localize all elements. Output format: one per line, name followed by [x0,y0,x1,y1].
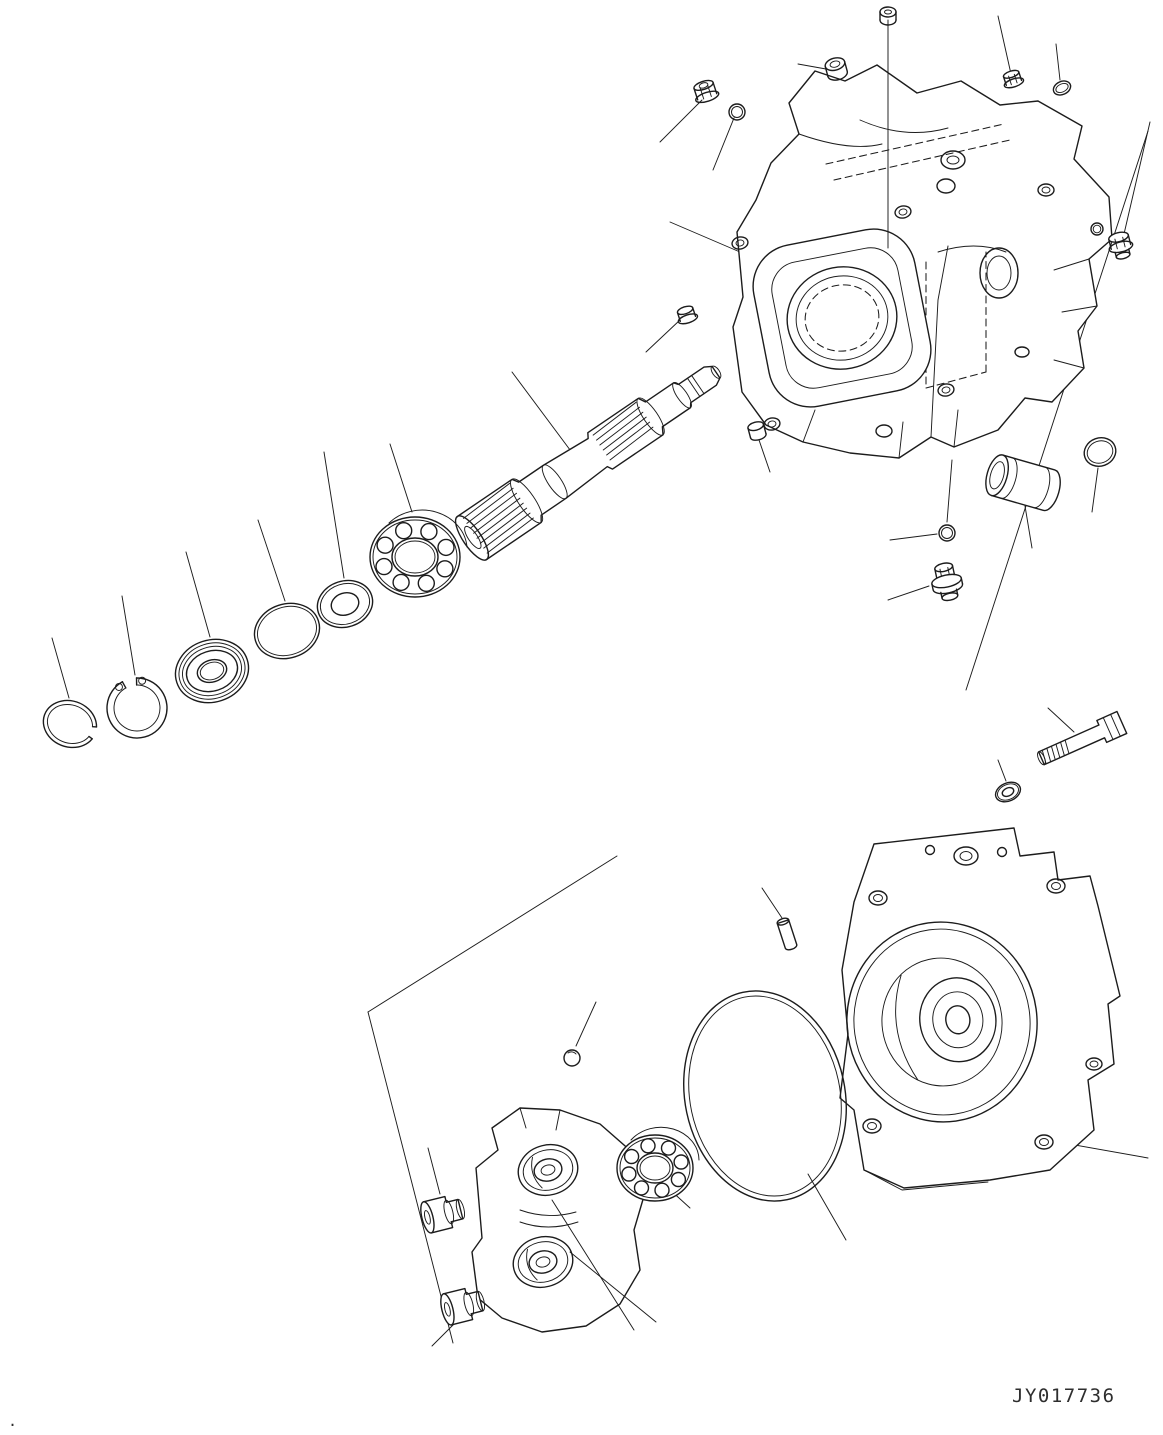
o-ring-case [1083,437,1117,467]
block-bore-upper [517,1143,579,1197]
o-ring-d [1052,80,1072,96]
servo-piston-lower [440,1287,486,1326]
front-flange-face [752,228,932,408]
plug-f [676,305,699,325]
rear-case-holes [862,844,1103,1150]
drive-shaft [454,365,722,561]
o-ring-a [728,103,746,121]
case-plugs-and-fittings [676,6,1134,441]
fitting-d [1002,69,1025,89]
bearing-balls [621,1138,689,1198]
rear-case [839,827,1121,1191]
plain-washer [994,781,1022,803]
dowel-pin [776,917,798,951]
hex-head-plug [931,562,964,602]
o-ring-large [683,990,847,1202]
ball-bearing-rear [616,1126,700,1202]
rear-case-bore [846,921,1038,1123]
hex-bolt [1037,710,1128,766]
socket-plug-a [693,79,720,104]
pump-case [731,64,1113,459]
snap-ring-wire [42,699,98,749]
block-bore-lower [512,1235,574,1289]
o-ring-small [938,524,956,542]
shaft-o-ring [253,602,321,660]
oil-seal [174,638,250,704]
bearing-balls [375,522,455,592]
bushing-sleeve [985,454,1061,512]
ball-bearing-front [369,509,468,598]
plug-g [747,421,767,441]
section-boundary-lines [367,130,1149,1344]
steel-ball [563,1049,581,1067]
servo-piston-upper [420,1195,466,1234]
case-ports [875,150,1055,438]
drawing-number: JY017736 [1012,1385,1116,1407]
leader-lines-overlay [551,19,889,1331]
leader-lines [51,15,1151,1347]
o-ring-e [1090,222,1104,236]
corner-mark: . [8,1412,17,1430]
plug-b [824,57,848,81]
spacer-ring [316,579,374,629]
cylinder-block [471,1107,645,1333]
snap-ring-lugged [106,676,168,739]
plug-e [1108,231,1134,260]
